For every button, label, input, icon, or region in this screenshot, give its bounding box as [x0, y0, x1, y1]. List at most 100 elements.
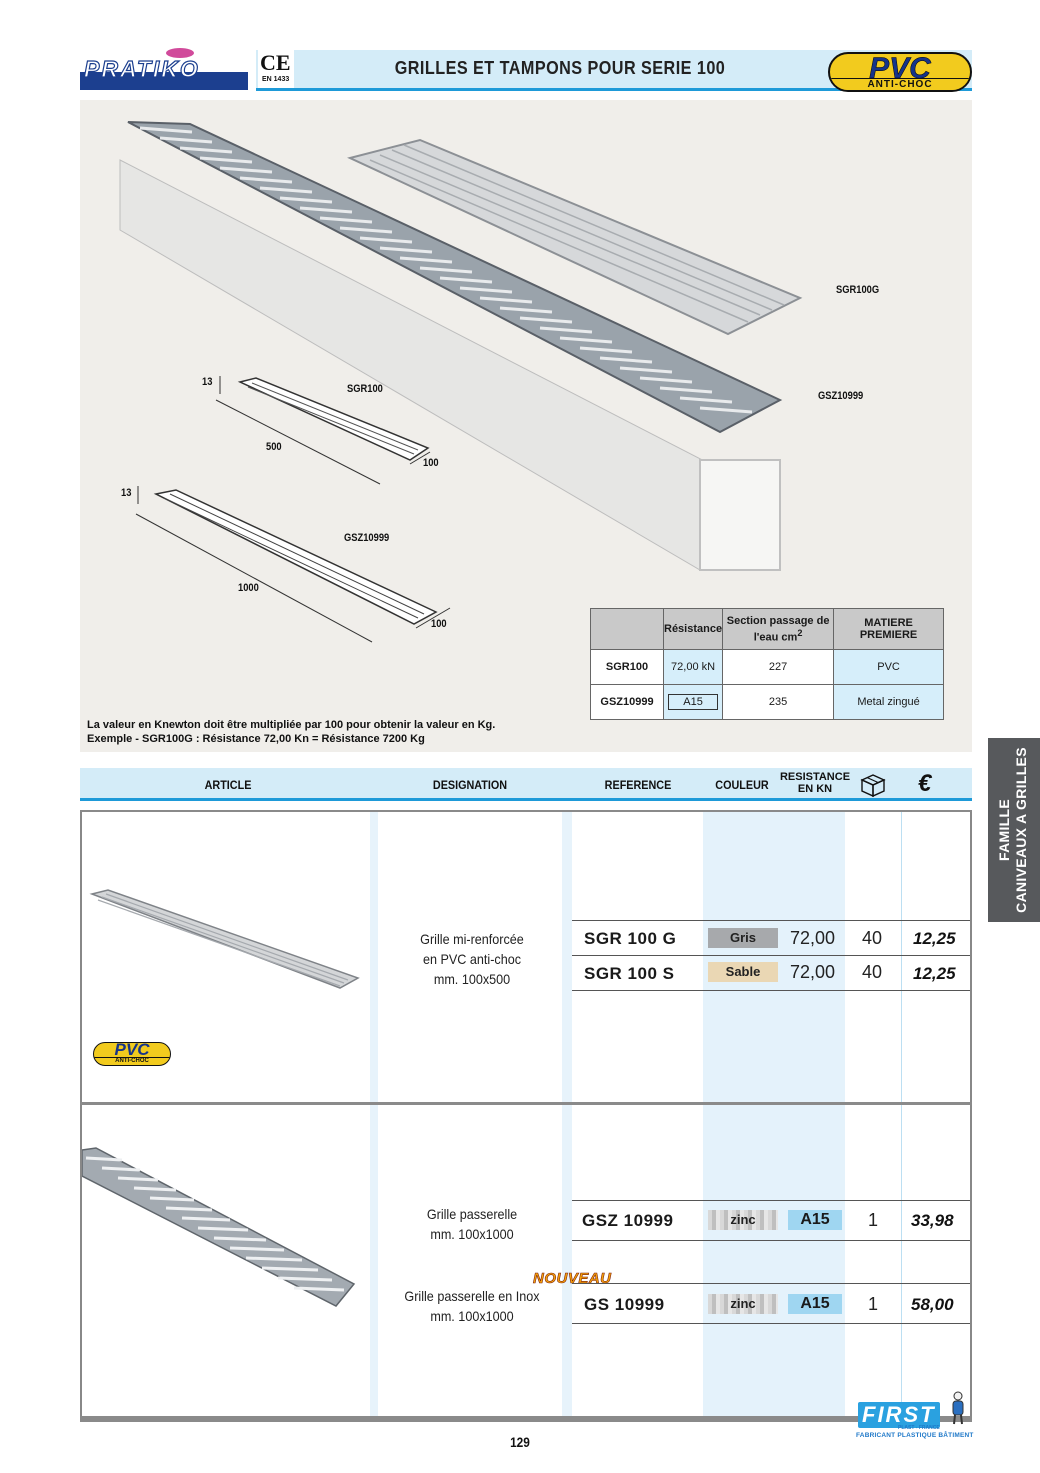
euro-icon: € [918, 770, 932, 797]
family-side-tab: FAMILLE CANIVEAUX A GRILLES [988, 738, 1040, 922]
header-designation: DESIGNATION [432, 778, 508, 792]
ce-box [258, 50, 294, 88]
dim-13-a: 13 [202, 376, 213, 388]
column-divider-price [901, 812, 902, 1416]
designation-line: Grille mi-renforcée [420, 931, 524, 947]
pvc-grate-texture [369, 144, 785, 323]
pvc-badge-small: PVC ANTI-CHOC [93, 1042, 171, 1066]
first-logo-tag: PLAST - FRANCE [898, 1425, 940, 1431]
spec-table: Résistance Section passage de l'eau cm2 … [590, 608, 944, 720]
product-image-sgr100 [89, 889, 360, 989]
product-illustration [119, 121, 803, 643]
designation-gsz10999: Grille passerelle mm. 100x1000 [389, 1204, 555, 1244]
table-header-band [80, 768, 972, 801]
channel-end [699, 459, 781, 571]
column-band-colour-resistance [703, 812, 845, 1416]
conversion-note-line1: La valeur en Knewton doit être multiplié… [87, 719, 496, 731]
spec-header-section-sup: 2 [797, 627, 803, 638]
spec-row-resistance: 72,00 kN [662, 649, 724, 685]
header-couleur: COULEUR [715, 778, 769, 792]
header-resistance-line2: EN KN [797, 783, 833, 795]
row-line [572, 920, 970, 921]
dim-line-500 [215, 399, 381, 485]
spec-header-resistance: Résistance [662, 608, 724, 650]
reference-gs10999: GS 10999 [584, 1295, 665, 1314]
new-badge: NOUVEAU [533, 1270, 612, 1288]
pvc-badge-small-main: PVC [114, 1042, 150, 1059]
spec-row-resistance-cell: A15 [662, 684, 724, 720]
page-number: 129 [510, 1434, 530, 1450]
table-body-bottom [80, 1416, 972, 1422]
designation-line: en PVC anti-choc [422, 951, 522, 967]
sgr100-drawing-hatch [247, 382, 419, 455]
spec-row-matiere: Metal zingué [833, 684, 944, 720]
first-logo [858, 1402, 940, 1428]
column-divider-reference [562, 812, 572, 1416]
designation-line: mm. 100x1000 [430, 1308, 514, 1324]
brand-logo-dot [166, 48, 194, 58]
table-body-frame [80, 810, 972, 1422]
spec-header-empty [590, 608, 664, 650]
dim-100-a: 100 [423, 457, 439, 469]
pvc-badge: PVC ANTI-CHOC [828, 52, 972, 92]
dim-line-100b [415, 607, 451, 629]
row-line [572, 1200, 970, 1201]
designation-line: Grille passerelle en Inox [404, 1288, 540, 1304]
table-body-top-line [80, 810, 972, 812]
metal-grate-slots [139, 126, 753, 414]
dim-500: 500 [266, 441, 282, 453]
price: 12,25 [913, 964, 956, 983]
resistance-value: 72,00 [790, 928, 836, 948]
designation-line: Grille passerelle [426, 1206, 518, 1222]
page-title: GRILLES ET TAMPONS POUR SERIE 100 [394, 58, 726, 78]
designation-line: mm. 100x1000 [430, 1226, 514, 1242]
resistance-value: 72,00 [790, 962, 836, 982]
pack-quantity: 40 [862, 928, 883, 948]
row-line [572, 1283, 970, 1284]
spec-row-matiere: PVC [833, 649, 944, 685]
family-side-tab-text: FAMILLE CANIVEAUX A GRILLES [988, 738, 1040, 922]
header-reference: REFERENCE [604, 778, 672, 792]
colour-chip-zinc: zinc [708, 1294, 778, 1314]
designation-gs10999: Grille passerelle en Inox mm. 100x1000 [389, 1286, 555, 1326]
reference-sgr100s: SGR 100 S [584, 964, 675, 983]
box-icon [860, 774, 886, 798]
label-gsz10999-small: GSZ10999 [344, 532, 390, 544]
price: 58,00 [911, 1295, 954, 1314]
row-line [572, 1240, 970, 1241]
ce-norm: EN 1433 [262, 76, 290, 83]
dim-line-1000 [135, 513, 373, 643]
ce-mark: CE [260, 50, 291, 75]
pack-quantity: 1 [868, 1210, 879, 1230]
mascot-icon [952, 1391, 964, 1425]
pvc-badge-small-sub: ANTI-CHOC [94, 1057, 170, 1065]
pvc-badge-sub: ANTI-CHOC [830, 78, 970, 90]
spec-row-section: 235 [722, 684, 835, 720]
group-separator [80, 1102, 972, 1105]
spec-header-matiere: MATIERE PREMIERE [833, 608, 944, 650]
column-divider-article [370, 812, 378, 1416]
gsz10999-drawing-slots [163, 493, 425, 619]
pack-quantity: 40 [862, 962, 883, 982]
row-line [572, 1323, 970, 1324]
family-label: FAMILLE [996, 799, 1012, 861]
price: 33,98 [911, 1211, 954, 1230]
resistance-class-chip: A15 [788, 1210, 842, 1230]
label-sgr100: SGR100 [347, 383, 383, 395]
conversion-note: La valeur en Knewton doit être multiplié… [87, 718, 495, 746]
row-line [572, 990, 970, 991]
spec-header-row: Résistance Section passage de l'eau cm2 … [590, 608, 944, 650]
spec-row: SGR100 72,00 kN 227 PVC [590, 649, 944, 685]
family-name: CANIVEAUX A GRILLES [1013, 747, 1029, 913]
reference-gsz10999: GSZ 10999 [582, 1211, 674, 1230]
first-logo-subtitle: FABRICANT PLASTIQUE BÂTIMENT [856, 1432, 974, 1439]
spec-row-name: SGR100 [590, 649, 664, 685]
brand-logo-band [80, 72, 248, 90]
label-sgr100g: SGR100G [836, 284, 880, 296]
spec-row-name: GSZ10999 [590, 684, 664, 720]
first-logo-text: FIRST [862, 1402, 936, 1427]
dim-13-b: 13 [121, 487, 132, 499]
pack-quantity: 1 [868, 1294, 879, 1314]
colour-chip-sable: Sable [708, 962, 778, 982]
designation-sgr100: Grille mi-renforcée en PVC anti-choc mm.… [389, 929, 555, 989]
